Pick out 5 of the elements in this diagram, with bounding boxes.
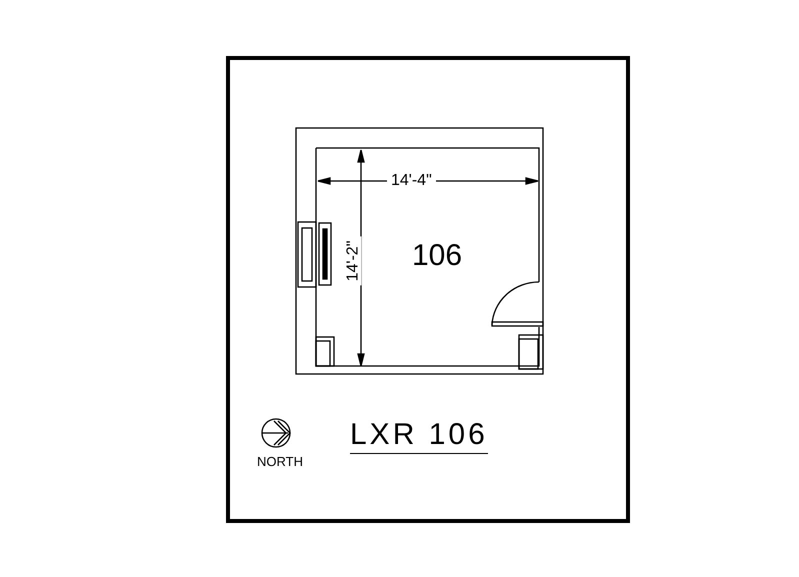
drawing-title: LXR 106 (350, 420, 488, 454)
room-outline (296, 128, 544, 375)
dimension-label: 14'-2" (345, 236, 362, 286)
north-label: NORTH (257, 455, 303, 468)
room-number: 106 (412, 241, 462, 271)
